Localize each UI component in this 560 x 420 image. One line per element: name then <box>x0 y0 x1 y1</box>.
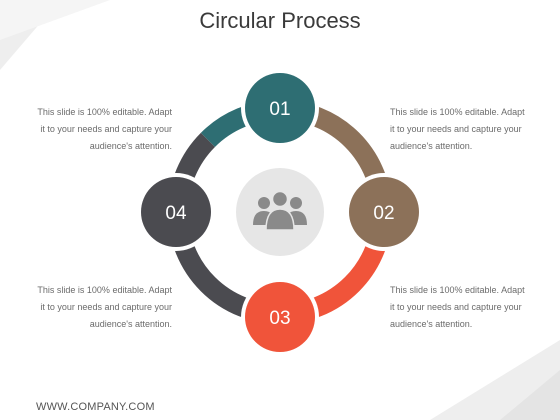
step-node-02: 02 <box>345 173 423 251</box>
description-line: it to your needs and capture your <box>40 124 172 134</box>
description-bottom-right: This slide is 100% editable. Adapt it to… <box>390 282 540 333</box>
description-line: This slide is 100% editable. Adapt <box>37 107 172 117</box>
description-bottom-left: This slide is 100% editable. Adapt it to… <box>22 282 172 333</box>
description-line: audience's attention. <box>390 141 473 151</box>
description-line: audience's attention. <box>89 141 172 151</box>
bottom-right-corner-shape-dark <box>500 370 560 420</box>
people-group-icon <box>253 190 307 231</box>
slide-title: Circular Process <box>199 8 361 33</box>
top-left-corner-shape-light <box>0 0 110 40</box>
description-line: audience's attention. <box>390 319 473 329</box>
description-line: it to your needs and capture your <box>390 302 522 312</box>
description-line: This slide is 100% editable. Adapt <box>390 285 525 295</box>
description-line: it to your needs and capture your <box>390 124 522 134</box>
description-line: This slide is 100% editable. Adapt <box>390 107 525 117</box>
step-node-04: 04 <box>137 173 215 251</box>
description-line: This slide is 100% editable. Adapt <box>37 285 172 295</box>
footer-website: WWW.COMPANY.COM <box>36 401 155 413</box>
description-top-left: This slide is 100% editable. Adapt it to… <box>22 104 172 155</box>
step-number-01: 01 <box>269 99 290 120</box>
description-line: audience's attention. <box>89 319 172 329</box>
step-number-03: 03 <box>269 308 290 329</box>
description-line: it to your needs and capture your <box>40 302 172 312</box>
step-number-02: 02 <box>373 203 394 224</box>
description-top-right: This slide is 100% editable. Adapt it to… <box>390 104 540 155</box>
step-node-01: 01 <box>241 69 319 147</box>
step-node-03: 03 <box>241 278 319 356</box>
step-number-04: 04 <box>165 203 187 224</box>
